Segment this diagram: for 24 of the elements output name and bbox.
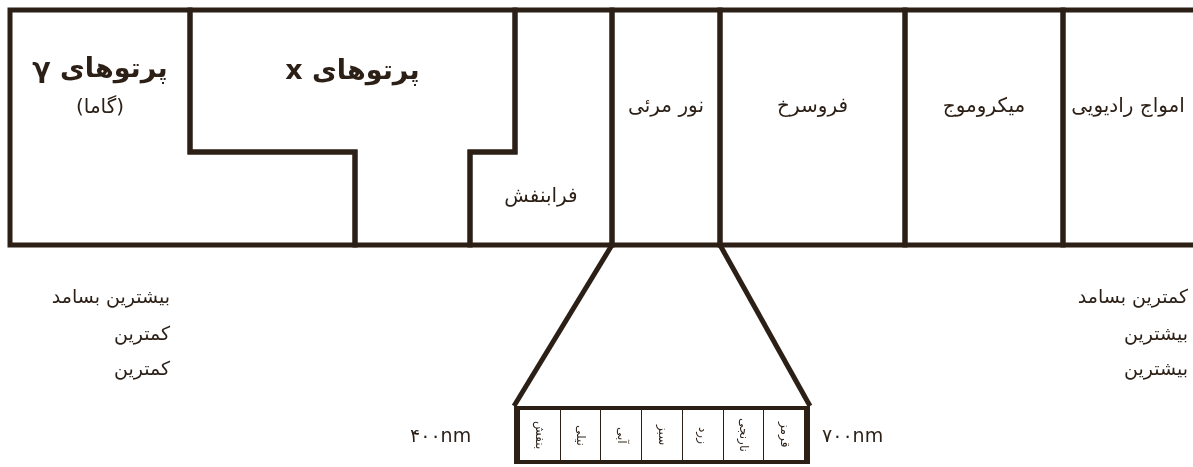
color-name: آبی — [614, 426, 628, 444]
annotation-text: بیشترین بسامد — [50, 285, 170, 307]
color-name: بنفش — [533, 420, 547, 450]
spectrum-strip — [514, 406, 810, 464]
annotation-text: کمترین — [113, 357, 170, 379]
region-name: فروسرخ — [777, 91, 848, 119]
annotation-text: کمترین — [113, 322, 170, 344]
color-name: قرمز — [777, 422, 791, 448]
color-name: سبز — [655, 424, 669, 446]
annotation-text: کمترین بسامد — [1076, 285, 1188, 307]
color-name: نیلی — [574, 424, 588, 446]
color-name: زرد — [696, 426, 710, 444]
annotation-text: ۷۰۰nm — [822, 424, 885, 446]
annotation-text: بیشترین — [1123, 357, 1188, 379]
annotation-text: ۴۰۰nm — [410, 424, 473, 446]
region-name: امواج رادیویی — [1071, 91, 1185, 119]
region-name: پرتوهای γ — [32, 51, 168, 86]
region-name: نور مرئی — [628, 91, 704, 119]
region-name: پرتوهای x — [285, 52, 420, 88]
region-name: میکروموج — [942, 91, 1026, 119]
region-name: فرابنفش — [504, 181, 578, 209]
color-name: نارنجی — [736, 418, 751, 452]
region-subtitle: (گاما) — [76, 92, 124, 120]
annotation-text: بیشترین — [1123, 322, 1188, 344]
